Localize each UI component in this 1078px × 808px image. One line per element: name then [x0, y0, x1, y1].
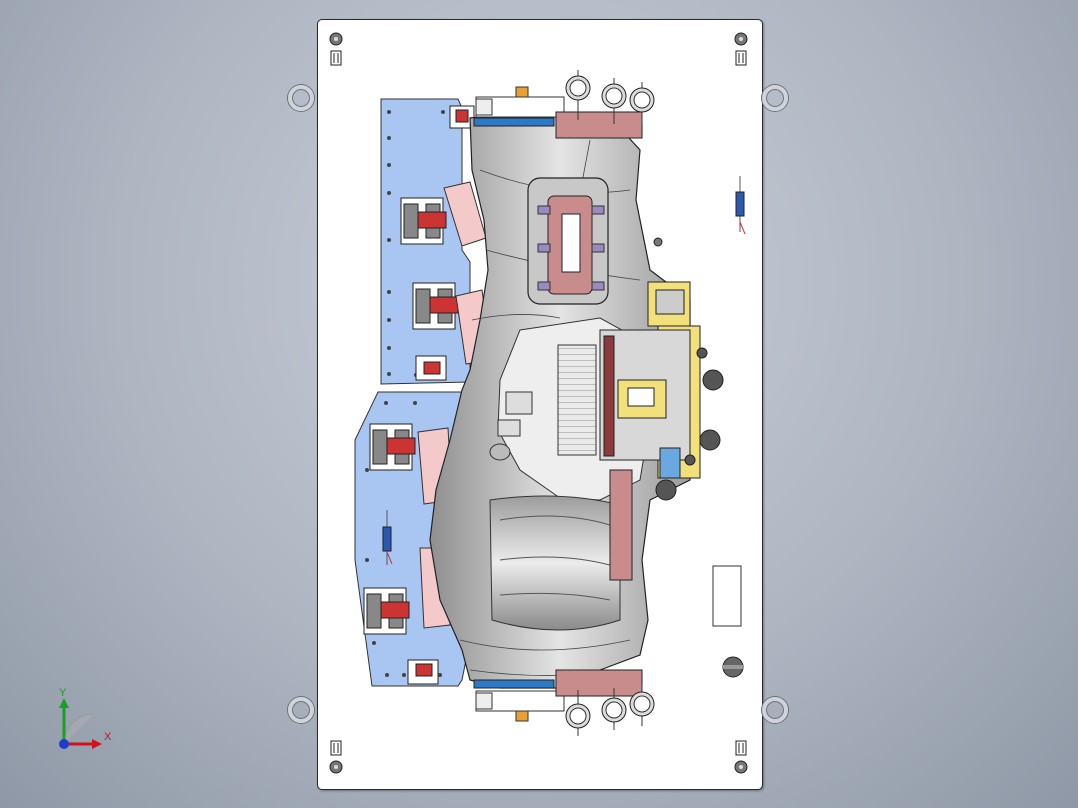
dial-gauge-icon: [601, 688, 627, 730]
dial-gauge-icon: [629, 82, 655, 124]
locating-pin-icon: [734, 740, 748, 774]
dial-gauge-icon: [565, 70, 591, 120]
dial-gauge-icon: [565, 690, 591, 736]
toggle-clamp-icon: [363, 587, 410, 635]
toggle-clamp-icon: [369, 423, 416, 471]
toggle-clamp-icon: [407, 659, 439, 685]
dial-gauge-icon: [601, 78, 627, 124]
lifting-ring-icon: [288, 697, 314, 723]
x-axis-label: X: [104, 731, 112, 743]
check-pin-icon: [382, 510, 393, 565]
y-axis-label: Y: [59, 687, 67, 699]
dial-gauge-icon: [629, 684, 655, 726]
toggle-clamp-icon: [412, 282, 459, 330]
toggle-clamp-icon: [400, 197, 447, 245]
check-pin-icon: [735, 176, 746, 235]
toggle-clamp-icon: [415, 355, 447, 381]
locating-pin-icon: [329, 32, 343, 66]
locating-pin-icon: [329, 740, 343, 774]
locating-pin-icon: [734, 32, 748, 66]
nameplate: [712, 565, 742, 627]
triad-axis-icon: [59, 698, 102, 749]
lifting-ring-icon: [762, 85, 788, 111]
axis-triad: Y X: [50, 687, 120, 758]
lifting-ring-icon: [762, 697, 788, 723]
handle-knob-icon: [722, 656, 744, 678]
lifting-ring-icon: [288, 85, 314, 111]
